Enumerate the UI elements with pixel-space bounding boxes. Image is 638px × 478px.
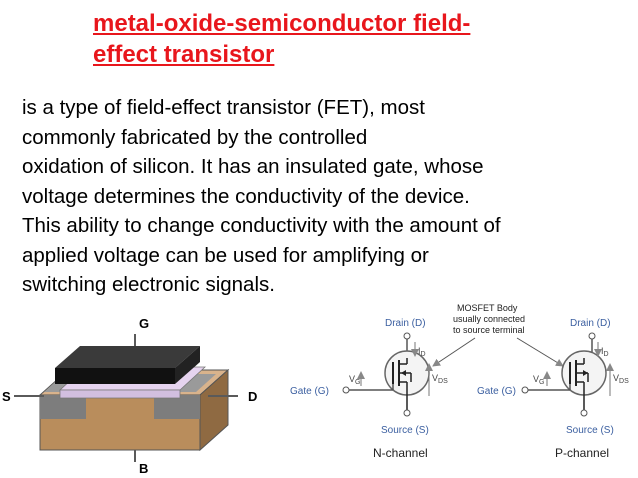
p-gate-label: Gate (G) xyxy=(477,386,516,397)
mosfet-cross-section: G S D B xyxy=(2,316,257,476)
svg-text:VDS: VDS xyxy=(613,373,629,385)
n-source-label: Source (S) xyxy=(381,425,429,436)
gate-label: G xyxy=(139,316,149,331)
n-channel-caption: N-channel xyxy=(373,446,428,460)
svg-text:VDS: VDS xyxy=(432,373,448,385)
svg-text:VG: VG xyxy=(349,374,360,386)
p-source-label: Source (S) xyxy=(566,425,614,436)
p-channel-symbol: Drain (D) Gate (G) Source (S) ID VG VDS … xyxy=(477,318,629,460)
page-title: metal-oxide-semiconductor field- effect … xyxy=(93,10,471,68)
note-line-1: MOSFET Body xyxy=(457,303,518,313)
svg-text:VG: VG xyxy=(533,374,544,386)
svg-text:ID: ID xyxy=(418,346,426,358)
p-channel-caption: P-channel xyxy=(555,446,609,460)
body-paragraph: is a type of field-effect transistor (FE… xyxy=(22,96,501,296)
n-drain-label: Drain (D) xyxy=(385,318,426,329)
mosfet-symbols: MOSFET Body usually connected to source … xyxy=(290,303,629,460)
note-line-2: usually connected xyxy=(453,314,525,324)
note-line-3: to source terminal xyxy=(453,325,525,335)
drain-label: D xyxy=(248,389,257,404)
svg-text:ID: ID xyxy=(601,346,609,358)
n-channel-symbol: Drain (D) Gate (G) Source (S) ID VG VDS … xyxy=(290,318,448,460)
source-label: S xyxy=(2,389,11,404)
n-gate-label: Gate (G) xyxy=(290,386,329,397)
p-drain-label: Drain (D) xyxy=(570,318,611,329)
body-label: B xyxy=(139,461,148,476)
